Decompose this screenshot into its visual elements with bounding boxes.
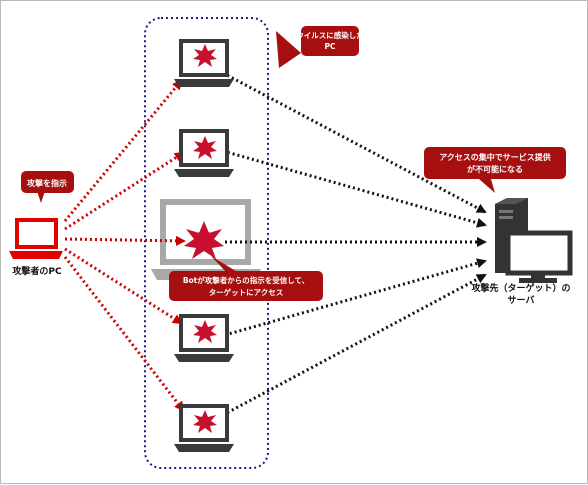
- attacker-laptop-icon: [9, 218, 63, 259]
- attacker-label: 攻撃者のPC: [12, 265, 62, 277]
- botnet-group-border: [144, 17, 269, 469]
- attack-instruction-callout: 攻撃を指示: [21, 171, 74, 203]
- monitor-icon: [505, 230, 573, 283]
- attack-line-5: [63, 256, 185, 412]
- virus-icon: [193, 44, 217, 67]
- access-line-2: [222, 149, 487, 228]
- service-down-callout: アクセスの集中でサービス提供 が不可能になる: [424, 147, 566, 193]
- virus-icon: [193, 410, 217, 433]
- bot-receive-callout: Botが攻撃者からの指示を受信して、 ターゲットにアクセス: [169, 256, 323, 301]
- attack-line-2: [64, 151, 185, 231]
- target-label-line2: サーバ: [508, 295, 535, 306]
- access-line-1: [222, 71, 487, 214]
- infected-laptop-icon: [174, 129, 234, 177]
- bot-access-lines: [222, 71, 487, 417]
- bot-callout-line1: Botが攻撃者からの指示を受信して、: [183, 275, 309, 285]
- infected-laptop-icon: [174, 404, 234, 452]
- virus-icon: [193, 136, 217, 159]
- attack-command-lines: [63, 79, 186, 412]
- attack-line-3: [64, 235, 186, 246]
- infected-callout-line2: PC: [324, 42, 335, 51]
- virus-icon: [184, 221, 224, 259]
- infected-pc-callout: ウイルスに感染した PC: [276, 26, 364, 68]
- target-callout-line1: アクセスの集中でサービス提供: [439, 152, 551, 162]
- virus-icon: [193, 320, 217, 343]
- target-callout-line2: が不可能になる: [467, 164, 523, 174]
- access-line-4: [224, 258, 487, 337]
- target-label-line1: 攻撃先（ターゲット）の: [471, 282, 570, 294]
- attack-line-1: [63, 79, 183, 222]
- instruct-callout-text: 攻撃を指示: [27, 178, 67, 188]
- bot-callout-line2: ターゲットにアクセス: [209, 287, 284, 297]
- infected-callout-line1: ウイルスに感染した: [296, 30, 364, 40]
